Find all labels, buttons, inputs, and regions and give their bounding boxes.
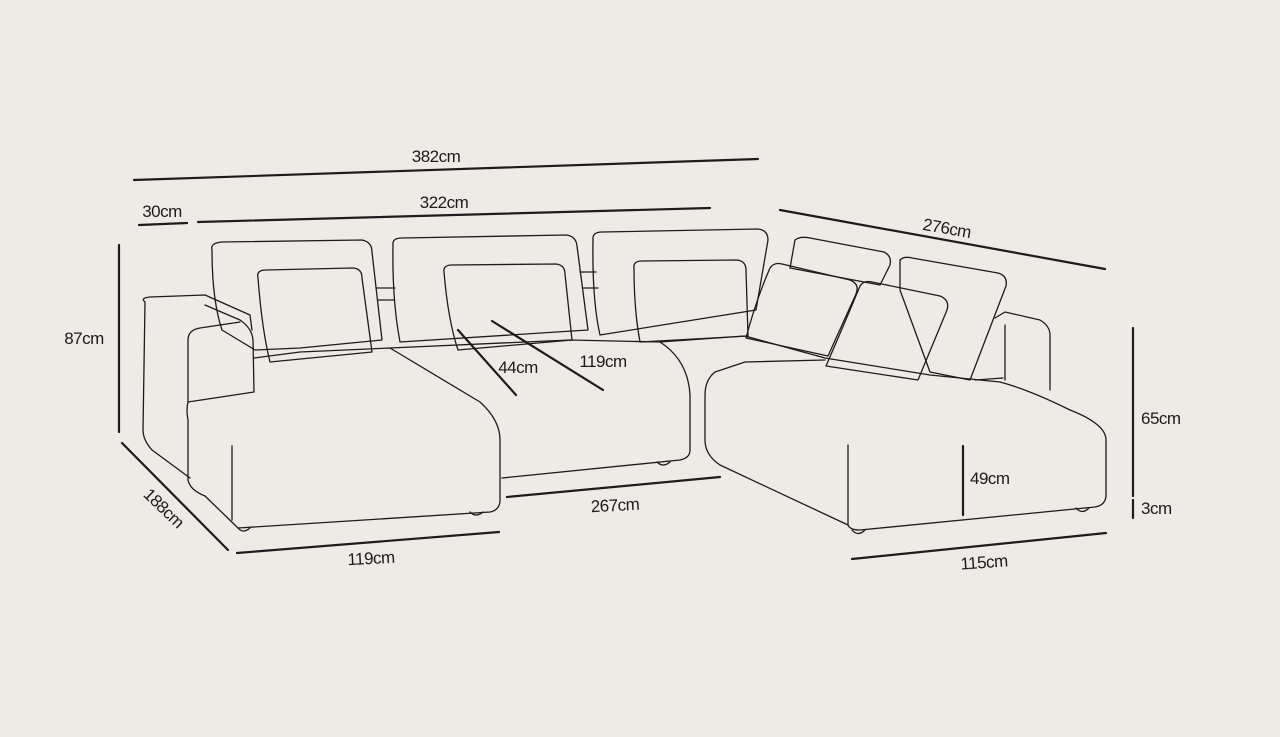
dim-line-overall-width	[132, 157, 760, 182]
right-chaise-leg-1	[851, 529, 866, 535]
label-chaise-depth: 188cm	[140, 485, 188, 533]
label-armrest-width: 30cm	[142, 202, 182, 221]
back-gap-1	[375, 287, 396, 301]
right-armrest	[974, 311, 1051, 391]
label-total-height: 87cm	[64, 329, 104, 348]
back-cushion-2	[392, 234, 589, 343]
back-cushion-3	[592, 228, 769, 336]
left-armrest-inner	[187, 304, 255, 403]
left-armrest-outer	[142, 294, 253, 479]
label-seat-depth-119: 119cm	[579, 352, 627, 371]
back-cushion-5	[899, 256, 1007, 381]
label-middle-width: 267cm	[590, 495, 640, 517]
label-leg-height: 3cm	[1141, 499, 1172, 518]
label-overall-width: 382cm	[412, 147, 461, 166]
back-cushion-4	[789, 236, 892, 286]
dim-line-right-depth	[850, 531, 1108, 561]
label-back-height: 65cm	[1141, 409, 1181, 428]
dim-line-seat-depth-44	[456, 328, 518, 397]
dim-line-armrest-width	[137, 221, 189, 227]
throw-pillow-4	[745, 262, 858, 357]
label-seat-height: 49cm	[970, 469, 1010, 488]
middle-seat-leg	[656, 461, 671, 466]
dim-line-middle-width	[505, 475, 722, 499]
label-seat-depth-44: 44cm	[498, 358, 538, 377]
label-chaise-width: 119cm	[347, 548, 396, 569]
left-chaise-leg-1	[237, 527, 251, 532]
dimension-lines	[117, 157, 1135, 561]
middle-seat	[389, 339, 691, 479]
dim-line-chaise-width	[235, 530, 501, 555]
throw-pillow-3	[633, 259, 749, 343]
throw-pillow-1	[257, 267, 373, 363]
dim-line-inner-width	[196, 206, 712, 224]
throw-pillow-5	[825, 280, 949, 381]
sofa-drawing	[142, 228, 1107, 535]
back-gap-2	[579, 271, 599, 289]
left-chaise-seat	[186, 347, 501, 529]
right-chaise-seat	[659, 335, 1107, 531]
throw-pillow-2	[443, 263, 573, 351]
dim-line-chaise-depth	[120, 441, 230, 552]
label-inner-width: 322cm	[420, 193, 469, 212]
left-chaise-leg-2	[469, 511, 484, 516]
right-chaise-leg-2	[1075, 507, 1090, 513]
label-right-depth: 115cm	[960, 551, 1009, 573]
dim-line-side-length	[778, 208, 1107, 271]
back-cushion-1	[211, 239, 383, 351]
dim-line-seat-depth-119	[490, 319, 605, 392]
